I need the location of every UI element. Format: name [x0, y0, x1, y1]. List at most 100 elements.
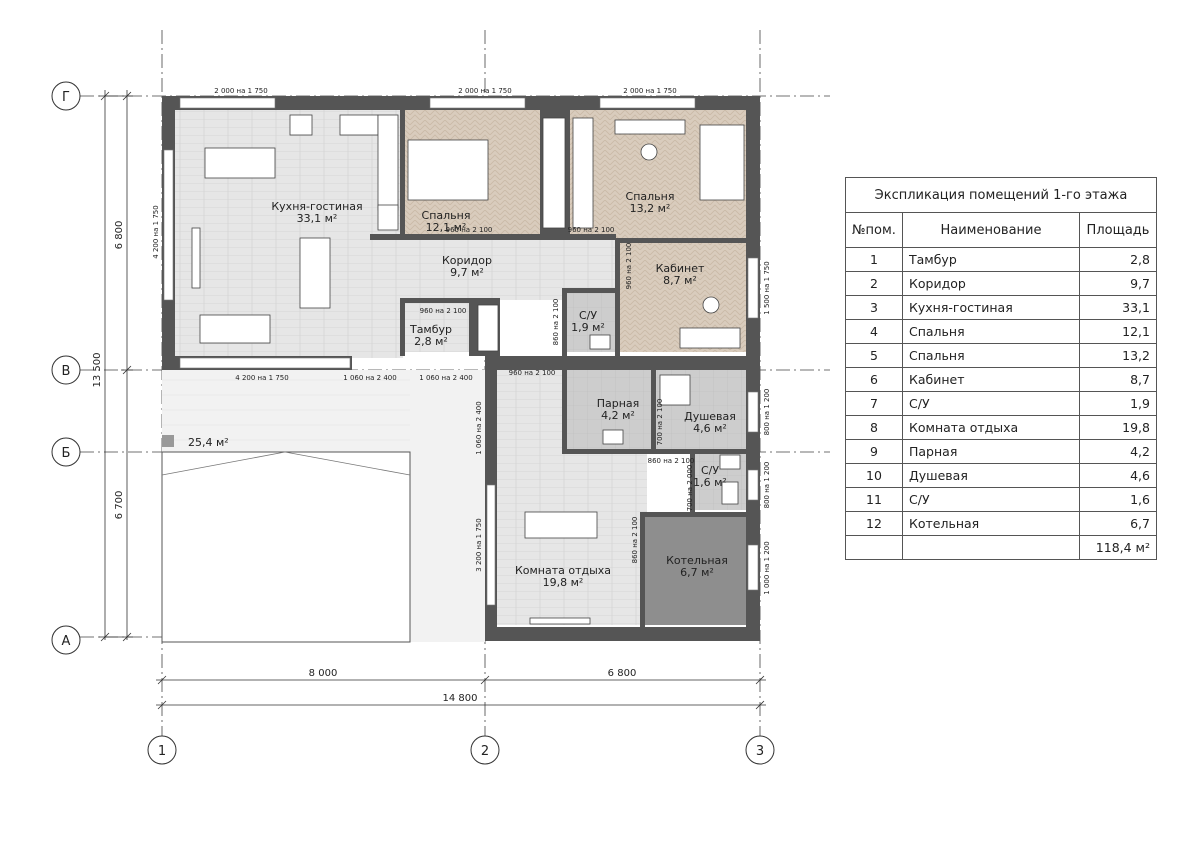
bedroom2-area: 13,2 м² — [630, 202, 671, 215]
room-labels: Кухня-гостиная 33,1 м² Спальня 12,1 м² С… — [271, 190, 736, 589]
schedule-cell-name: Комната отдыха — [902, 415, 1080, 440]
label-w-office: 1 500 на 1 750 — [763, 261, 771, 314]
label-d-office: 960 на 2 100 — [625, 243, 633, 290]
label-d-bed2: 960 на 2 100 — [568, 226, 615, 234]
boiler-name: Котельная — [666, 554, 728, 567]
schedule-cell-area: 33,1 — [1079, 295, 1157, 320]
total-empty-name — [902, 535, 1080, 560]
schedule-cell-num: 7 — [845, 391, 903, 416]
dim-bottom-right: 6 800 — [608, 668, 637, 679]
vestibule-name: Тамбур — [409, 323, 452, 336]
schedule-cell-num: 12 — [845, 511, 903, 536]
schedule-cell-area: 2,8 — [1079, 247, 1157, 272]
schedule-cell-area: 4,6 — [1079, 463, 1157, 488]
axis-label-v: В — [62, 364, 71, 379]
schedule-title-row: Экспликация помещений 1-го этажа — [845, 177, 1157, 213]
kitchen-area: 33,1 м² — [297, 212, 338, 225]
bottom-dimensions — [156, 675, 766, 710]
bedroom2-name: Спальня — [626, 190, 675, 203]
label-w-top1: 2 000 на 1 750 — [214, 87, 267, 95]
axis-label-2: 2 — [481, 744, 489, 759]
dim-left-bottom: 6 700 — [114, 491, 125, 520]
vestibule-floor — [403, 302, 471, 352]
axis-label-b: Б — [62, 446, 71, 461]
schedule-cell-name: Тамбур — [902, 247, 1080, 272]
label-w-wc2: 800 на 1 200 — [763, 462, 771, 509]
schedule-cell-num: 10 — [845, 463, 903, 488]
schedule-cell-name: Котельная — [902, 511, 1080, 536]
boiler-area: 6,7 м² — [680, 566, 714, 579]
axis-label-g: Г — [62, 90, 70, 105]
windows — [163, 97, 759, 606]
shower-area: 4,6 м² — [693, 422, 727, 435]
header-area: Площадь — [1079, 212, 1157, 248]
vestibule-area: 2,8 м² — [414, 335, 448, 348]
schedule-title: Экспликация помещений 1-го этажа — [845, 177, 1157, 213]
schedule-cell-name: С/У — [902, 391, 1080, 416]
floor-plan: Г В Б А 1 2 3 6 800 13 500 6 700 — [51, 30, 830, 765]
header-name: Наименование — [902, 212, 1080, 248]
total-empty-num — [845, 535, 903, 560]
label-w-top3: 2 000 на 1 750 — [623, 87, 676, 95]
wc1-area: 1,9 м² — [571, 321, 605, 334]
schedule-cell-name: Кабинет — [902, 367, 1080, 392]
schedule-cell-num: 3 — [845, 295, 903, 320]
schedule-cell-num: 5 — [845, 343, 903, 368]
schedule-cell-name: Кухня-гостиная — [902, 295, 1080, 320]
bedroom1-area: 12,1 м² — [426, 221, 467, 234]
schedule-header-row: №пом. Наименование Площадь — [845, 212, 1157, 248]
schedule-cell-name: Спальня — [902, 319, 1080, 344]
wc2-name: С/У — [701, 464, 719, 477]
schedule-cell-area: 9,7 — [1079, 271, 1157, 296]
carport-outline — [161, 451, 411, 643]
schedule-cell-area: 12,1 — [1079, 319, 1157, 344]
label-d-wc2a: 860 на 2 100 — [648, 457, 695, 465]
label-d-rest-top: 960 на 2 100 — [509, 369, 556, 377]
label-d-sauna: 700 на 2 100 — [656, 399, 664, 446]
axis-label-1: 1 — [158, 744, 166, 759]
label-d-boiler: 860 на 2 100 — [631, 517, 639, 564]
corridor-name: Коридор — [442, 254, 492, 267]
label-d-vest: 960 на 2 100 — [420, 307, 467, 315]
label-d-rest-left: 1 060 на 2 400 — [475, 401, 483, 454]
column-marker — [162, 435, 174, 447]
room-schedule-table: Экспликация помещений 1-го этажа №пом. Н… — [845, 177, 1157, 560]
wc1-name: С/У — [579, 309, 597, 322]
schedule-cell-num: 11 — [845, 487, 903, 512]
terrace-area: 25,4 м² — [188, 436, 229, 449]
row-axis-markers: Г В Б А — [51, 81, 81, 655]
schedule-total: 118,4 м² — [1079, 535, 1157, 560]
label-d-terrace2: 1 060 на 2 400 — [419, 374, 472, 382]
sauna-area: 4,2 м² — [601, 409, 635, 422]
schedule-cell-area: 1,6 — [1079, 487, 1157, 512]
opening-labels: 2 000 на 1 750 2 000 на 1 750 2 000 на 1… — [152, 87, 771, 595]
schedule-cell-num: 9 — [845, 439, 903, 464]
schedule-cell-area: 19,8 — [1079, 415, 1157, 440]
dim-left-top: 6 800 — [114, 221, 125, 250]
schedule-cell-name: Душевая — [902, 463, 1080, 488]
label-d-wc1: 860 на 2 100 — [552, 299, 560, 346]
schedule-cell-area: 4,2 — [1079, 439, 1157, 464]
terrace-decking — [162, 379, 410, 441]
label-w-left: 4 200 на 1 750 — [152, 205, 160, 258]
label-d-terrace1: 1 060 на 2 400 — [343, 374, 396, 382]
schedule-cell-name: Коридор — [902, 271, 1080, 296]
furniture — [191, 114, 745, 625]
axis-label-a: А — [62, 634, 71, 649]
label-w-kitchen-bottom: 4 200 на 1 750 — [235, 374, 288, 382]
label-d-wc2b: 700 на 2 000 — [686, 465, 694, 512]
wc2-area: 1,6 м² — [693, 476, 727, 489]
left-dimensions — [99, 90, 133, 642]
schedule-cell-area: 13,2 — [1079, 343, 1157, 368]
schedule-cell-num: 6 — [845, 367, 903, 392]
